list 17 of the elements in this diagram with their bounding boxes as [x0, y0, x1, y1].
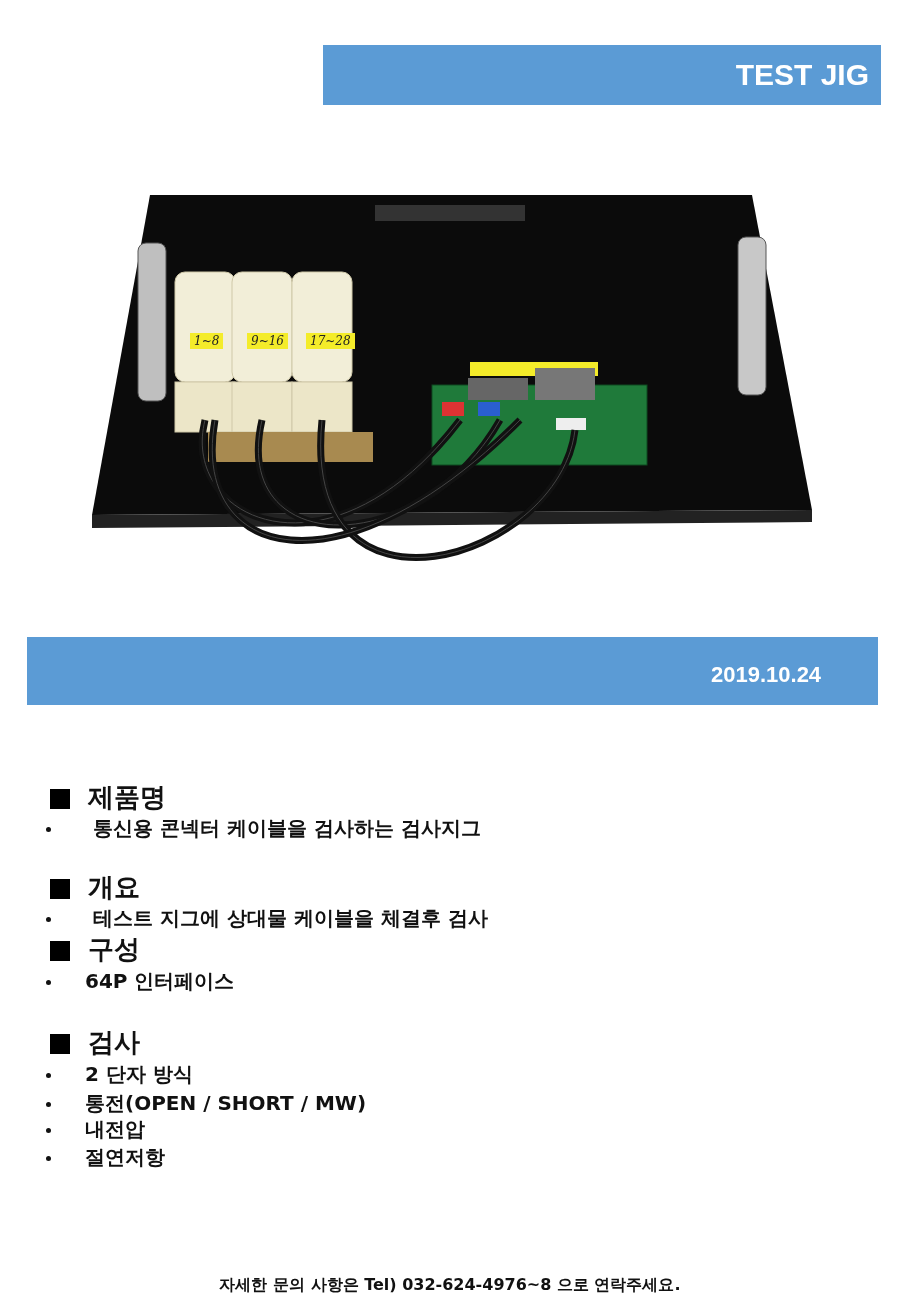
bullet-text: 64P 인터페이스	[85, 968, 235, 995]
title-banner: TEST JIG	[323, 45, 881, 105]
tape-label: 9~16	[247, 333, 288, 349]
bullet-text: 테스트 지그에 상대물 케이블을 체결후 검사	[93, 905, 488, 932]
date-text: 2019.10.24	[711, 662, 822, 688]
bullet-text: 절연저항	[85, 1144, 165, 1171]
section-heading: 개요	[88, 871, 140, 904]
bullet-text: 2 단자 방식	[85, 1061, 193, 1088]
section-heading: 구성	[88, 933, 140, 966]
bullet-text: 통신용 콘넥터 케이블을 검사하는 검사지그	[93, 815, 481, 842]
tape-label: 17~28	[306, 333, 355, 349]
contact-note: 자세한 문의 사항은 Tel) 032-624-4976~8 으로 연락주세요.	[219, 1275, 681, 1296]
tape-label: 1~8	[190, 333, 224, 349]
section-heading: 제품명	[88, 781, 166, 814]
bullet-text: 내전압	[85, 1116, 145, 1143]
section-heading: 검사	[88, 1026, 140, 1059]
bullet-text: 통전(OPEN / SHORT / MW)	[85, 1090, 367, 1117]
